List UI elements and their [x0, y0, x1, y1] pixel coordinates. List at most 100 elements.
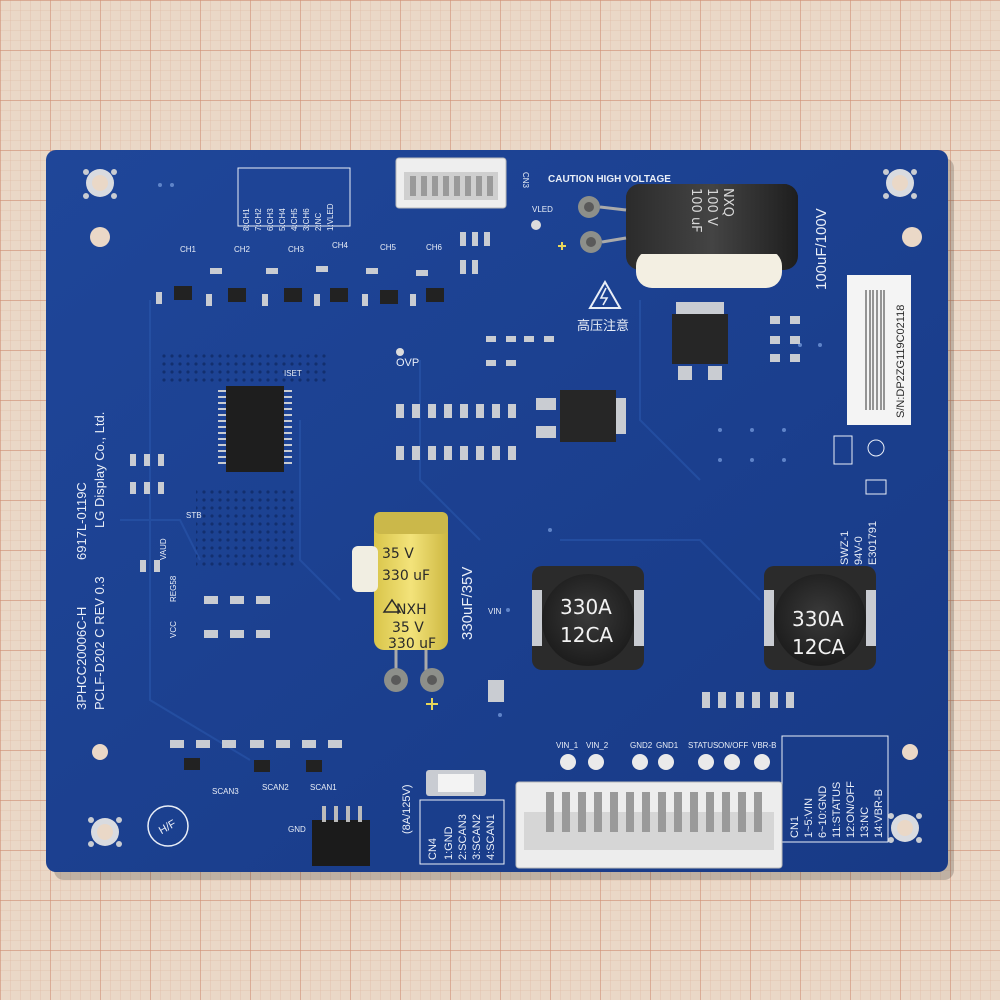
mounting-hole-bottom-left — [88, 744, 122, 847]
cn4-pin-0: 1:GND — [443, 826, 455, 860]
vcc-label: VCC — [169, 621, 178, 638]
cn1-ref: CN1 — [789, 816, 801, 838]
inductor-right: 330A 12CA — [764, 566, 876, 670]
inductor-right-line1: 330A — [792, 607, 844, 631]
vaud-label: VAUD — [159, 538, 168, 560]
test-point-label-vin2: VIN_2 — [586, 741, 609, 750]
cn3-pin-3: 5:CH4 — [278, 208, 287, 231]
connector-cn3 — [395, 157, 507, 209]
channel-label-5: CH5 — [380, 243, 397, 252]
test-point-label-status: STATUS — [688, 741, 718, 750]
vled-label: VLED — [532, 205, 553, 214]
cn4-pin-3: 4:SCAN1 — [485, 814, 497, 860]
fuse-rating: (8A/125V) — [401, 784, 413, 834]
cn3-pin-4: 4:CH5 — [290, 208, 299, 231]
mounting-hole-top-left — [83, 169, 117, 247]
test-point-label-vbrb: VBR-B — [752, 741, 776, 750]
test-points: VIN_1 VIN_2 GND2 GND1 STATUS ON/OFF VBR-… — [556, 741, 776, 770]
mounting-hole-top-right — [883, 169, 922, 247]
connector-scan — [312, 806, 370, 866]
smd-transistors — [174, 286, 444, 304]
capacitor-yellow-330uf: 35 V 330 uF NXH 35 V 330 uF — [352, 512, 448, 710]
transistor-d1 — [672, 302, 728, 380]
fuse-f1 — [426, 770, 486, 796]
scan3-label: SCAN3 — [212, 787, 239, 796]
cn1-pin-1: 6~10:GND — [817, 786, 829, 838]
yellow-cap-capacitance-top: 330 uF — [382, 568, 430, 584]
cn3-pin-0: 8:CH1 — [242, 208, 251, 231]
ovp-label: OVP — [396, 357, 419, 369]
cert-code: SWZ-1 — [839, 531, 851, 565]
black-cap-capacitance: 100 uF — [688, 188, 703, 233]
board-markings: 3PHCC20006C-H PCLF-D202 C REV 0.3 LG Dis… — [74, 412, 107, 710]
channel-label-4: CH4 — [332, 241, 349, 250]
test-point-label-vin1: VIN_1 — [556, 741, 579, 750]
maker-label: LG Display Co., Ltd. — [92, 412, 107, 528]
channel-labels: CH1 CH2 CH3 CH4 CH5 CH6 — [180, 241, 443, 254]
cn3-pin-6: 2:NC — [314, 213, 323, 231]
caution-label: CAUTION HIGH VOLTAGE — [548, 174, 671, 185]
channel-label-3: CH3 — [288, 245, 305, 254]
stb-label: STB — [186, 511, 202, 520]
inductor-left: 330A 12CA — [532, 566, 644, 670]
cn3-pin-1: 7:CH2 — [254, 208, 263, 231]
serial-number: S/N:DP2ZG119C02118 — [895, 305, 907, 418]
rating-330uf: 330uF/35V — [459, 567, 476, 640]
cn4-ref: CN4 — [427, 838, 439, 860]
cert-markings: SWZ-1 94V-0 E301791 — [833, 435, 887, 565]
yellow-cap-voltage: 35 V — [392, 620, 424, 636]
cn4-pin-1: 2:SCAN3 — [457, 814, 469, 860]
cn4-pin-2: 3:SCAN2 — [471, 814, 483, 860]
inductor-right-line2: 12CA — [792, 635, 845, 659]
black-cap-voltage: 100 V — [704, 188, 719, 226]
cert-number: E301791 — [867, 521, 879, 565]
test-point-label-gnd2: GND2 — [630, 741, 653, 750]
ovp-pad — [396, 348, 404, 356]
gnd-label: GND — [288, 825, 306, 834]
warning-cn-label: 高压注意 — [577, 318, 629, 333]
yellow-cap-brand: NXH — [396, 602, 427, 618]
channel-label-1: CH1 — [180, 245, 197, 254]
cn1-pin-4: 13:NC — [859, 807, 871, 838]
cn3-pin-5: 3:CH6 — [302, 208, 311, 231]
test-point-label-gnd1: GND1 — [656, 741, 679, 750]
flammability: 94V-0 — [853, 536, 865, 565]
vled-pad — [531, 220, 541, 230]
ic-u1 — [218, 386, 292, 472]
scan1-label: SCAN1 — [310, 783, 337, 792]
capacitor-black-100uf: NXQ 100 V 100 uF — [558, 184, 798, 288]
cn3-pinout-box: 8:CH1 7:CH2 6:CH3 5:CH4 4:CH5 3:CH6 2:NC… — [237, 167, 351, 231]
model-code: 3PHCC20006C-H — [74, 607, 89, 710]
part-number: 6917L-0119C — [74, 482, 89, 560]
cn1-pin-2: 11:STATUS — [831, 782, 843, 838]
iset-label: ISET — [284, 369, 302, 378]
reg58-label: REG58 — [169, 575, 178, 602]
channel-label-6: CH6 — [426, 243, 443, 252]
connector-cn1 — [515, 781, 783, 869]
inductor-left-line1: 330A — [560, 595, 612, 619]
resistor-array — [396, 336, 554, 460]
cn1-pin-5: 14:VBR-B — [873, 789, 885, 838]
cn1-pinout-box: CN1 1~5:VIN 6~10:GND 11:STATUS 12:ON/OFF… — [781, 735, 889, 843]
high-voltage-warning-icon — [588, 279, 622, 309]
black-cap-brand: NXQ — [720, 188, 735, 217]
yellow-cap-voltage-top: 35 V — [382, 546, 414, 562]
scan2-label: SCAN2 — [262, 783, 289, 792]
cn3-pin-2: 6:CH3 — [266, 208, 275, 231]
serial-sticker: S/N:DP2ZG119C02118 — [847, 275, 911, 425]
cn3-ref: CN3 — [521, 172, 530, 189]
rating-100uf: 100uF/100V — [813, 208, 830, 290]
transistor-q1 — [536, 390, 626, 442]
cn1-pin-3: 12:ON/OFF — [845, 781, 857, 838]
yellow-cap-capacitance: 330 uF — [388, 636, 436, 652]
cn3-pin-7: 1:VLED — [326, 203, 335, 231]
cn4-pinout-box: CN4 1:GND 2:SCAN3 3:SCAN2 4:SCAN1 — [419, 799, 505, 865]
revision-label: PCLF-D202 C REV 0.3 — [92, 576, 107, 710]
test-point-label-onoff: ON/OFF — [718, 741, 748, 750]
inductor-left-line2: 12CA — [560, 623, 613, 647]
vin-label: VIN — [488, 607, 502, 616]
cn1-pin-0: 1~5:VIN — [803, 798, 815, 838]
channel-label-2: CH2 — [234, 245, 251, 254]
mounting-hole-bottom-right — [888, 744, 922, 843]
